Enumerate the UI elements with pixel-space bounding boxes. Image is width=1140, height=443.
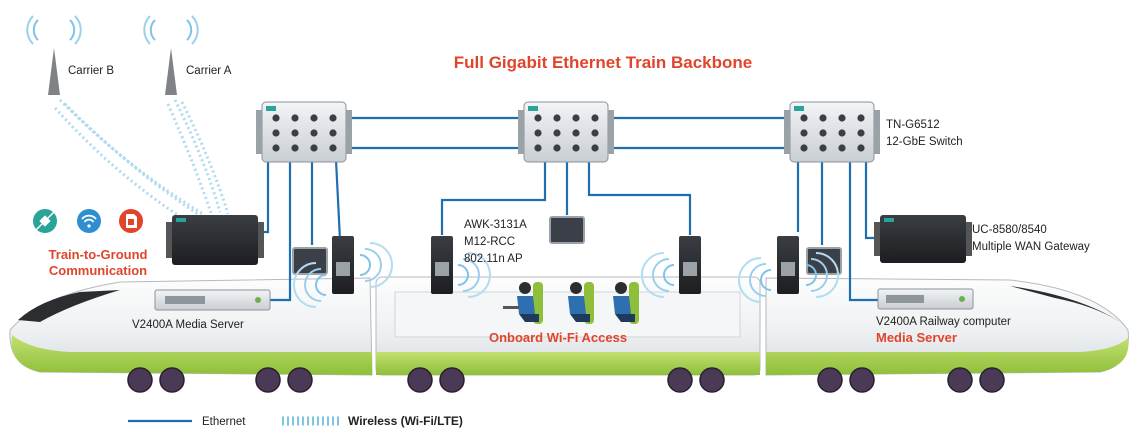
ap-label-variant: M12-RCC — [464, 236, 515, 248]
switch-port — [819, 114, 827, 122]
onboard-wifi-label: Onboard Wi-Fi Access — [489, 330, 627, 345]
railway-computer-label: V2400A Railway computer — [876, 316, 1011, 328]
switch-port — [534, 144, 542, 152]
switch-port — [800, 129, 808, 137]
switch-port — [800, 144, 808, 152]
switch-port — [857, 114, 865, 122]
carrier-a-antenna — [143, 15, 199, 95]
access-point-left — [332, 236, 354, 294]
train-to-ground-label-1: Train-to-Ground — [49, 247, 148, 262]
legend-ethernet-label: Ethernet — [202, 416, 246, 428]
switch-left — [256, 101, 352, 163]
monitor-center — [549, 216, 585, 244]
switch-port — [572, 114, 580, 122]
right-gateway-device — [874, 215, 972, 263]
access-point-center-left — [431, 236, 453, 294]
switch-right — [784, 101, 880, 163]
switch-port — [310, 144, 318, 152]
switch-center — [518, 101, 614, 163]
switch-port — [310, 129, 318, 137]
switch-port — [534, 129, 542, 137]
switch-port — [857, 129, 865, 137]
satellite-icon — [33, 209, 57, 233]
switch-port — [291, 129, 299, 137]
switch-port — [838, 114, 846, 122]
train — [9, 276, 1129, 393]
switch-port — [272, 129, 280, 137]
monitor-left — [292, 247, 328, 275]
ap-label-model: AWK-3131A — [464, 219, 527, 231]
access-point-center-right — [679, 236, 701, 294]
switch-port — [329, 129, 337, 137]
switch-port — [800, 114, 808, 122]
wifi-icon — [77, 209, 101, 233]
gateway-label-model: UC-8580/8540 — [972, 224, 1047, 236]
monitor-right — [806, 247, 842, 275]
switch-ports — [272, 114, 865, 152]
switch-port — [819, 129, 827, 137]
switch-port — [272, 144, 280, 152]
left-gateway-device — [166, 215, 264, 265]
switch-port — [534, 114, 542, 122]
switch-port — [572, 144, 580, 152]
gateway-label-desc: Multiple WAN Gateway — [972, 241, 1090, 253]
ap-label-standard: 802.11n AP — [464, 253, 523, 265]
access-point-right — [777, 236, 799, 294]
switch-port — [291, 114, 299, 122]
switch-port — [572, 129, 580, 137]
switch-port — [591, 114, 599, 122]
train-to-ground-label-2: Communication — [49, 263, 147, 278]
carrier-a-label: Carrier A — [186, 65, 232, 77]
diagram-title: Full Gigabit Ethernet Train Backbone — [454, 53, 753, 72]
switch-port — [272, 114, 280, 122]
switch-port — [329, 144, 337, 152]
switch-label-model: TN-G6512 — [886, 119, 940, 131]
carrier-b-label: Carrier B — [68, 65, 114, 77]
switch-port — [553, 129, 561, 137]
switch-port — [819, 144, 827, 152]
switch-port — [857, 144, 865, 152]
switch-port — [591, 129, 599, 137]
switch-port — [553, 114, 561, 122]
switch-port — [838, 129, 846, 137]
switch-port — [329, 114, 337, 122]
legend: Ethernet Wireless (Wi-Fi/LTE) — [128, 414, 463, 428]
left-media-server-label: V2400A Media Server — [132, 319, 244, 331]
media-server-label: Media Server — [876, 330, 957, 345]
right-railway-computer — [877, 288, 974, 310]
carrier-b-antenna — [26, 15, 82, 95]
switch-port — [838, 144, 846, 152]
legend-wireless-label: Wireless (Wi-Fi/LTE) — [348, 414, 463, 428]
switch-port — [591, 144, 599, 152]
sim-card-icon — [119, 209, 143, 233]
passengers — [503, 282, 639, 324]
wireless-beams — [53, 98, 230, 228]
switch-label-desc: 12-GbE Switch — [886, 136, 963, 148]
switch-port — [291, 144, 299, 152]
left-media-server — [154, 289, 271, 311]
switch-port — [553, 144, 561, 152]
switch-port — [310, 114, 318, 122]
